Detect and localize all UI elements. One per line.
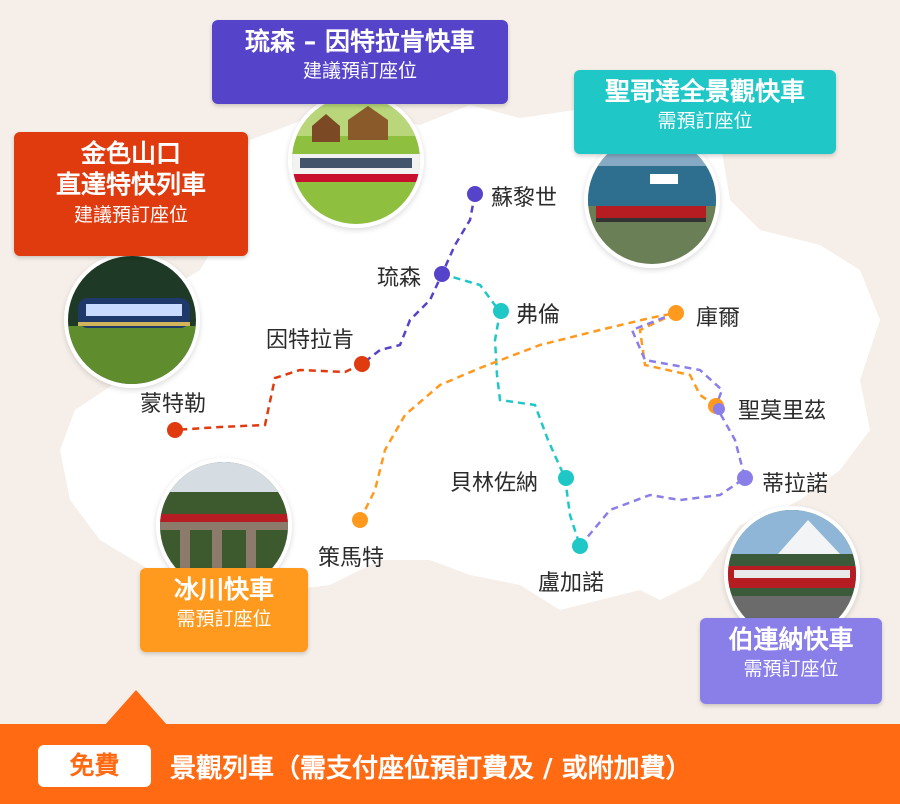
route-gotthard [441,272,582,547]
callout-luzern-interlaken-subtitle: 建議預訂座位 [302,60,417,83]
callout-gotthard-title: 聖哥達全景觀快車 [604,77,805,106]
city-label-stmoritz[interactable]: 聖莫里茲 [738,399,827,424]
city-label-montreux[interactable]: 蒙特勒 [140,392,207,417]
callout-luzern-interlaken-title: 琉森 – 因特拉肯快車 [245,27,475,56]
footer-legend-text: 景觀列車（需支付座位預訂費及 / 或附加費） [170,754,692,784]
city-label-zurich[interactable]: 蘇黎世 [491,186,558,211]
callout-bernina-title: 伯連納快車 [728,625,854,654]
city-dot-chur[interactable] [668,305,684,321]
callout-luzern-interlaken: 琉森 – 因特拉肯快車 建議預訂座位 [212,20,508,104]
city-dot-zermatt[interactable] [352,512,368,528]
callout-goldenpass-subtitle: 建議預訂座位 [73,203,188,226]
luzern-interlaken-train-photo [288,92,424,228]
callout-goldenpass-title-line1: 金色山口 [80,139,181,168]
city-dot-interlaken[interactable] [354,356,370,372]
gotthard-train-photo [584,132,720,268]
city-dot-luzern[interactable] [434,266,450,282]
footer-pointer-notch [104,690,168,726]
city-label-luzern[interactable]: 琉森 [377,266,422,291]
callout-glacier-subtitle: 需預訂座位 [176,608,272,631]
callout-goldenpass: 金色山口 直達特快列車 建議預訂座位 [14,132,248,256]
callout-glacier: 冰川快車 需預訂座位 [140,568,308,652]
callout-bernina-subtitle: 需預訂座位 [743,658,839,681]
city-label-tirano[interactable]: 蒂拉諾 [762,472,829,497]
callout-bernina: 伯連納快車 需預訂座位 [700,618,882,704]
city-dot-montreux[interactable] [167,422,183,438]
city-dot-stmoritz-overlay [713,403,725,415]
city-dot-bellinzona[interactable] [558,470,574,486]
route-bernina [579,311,747,547]
route-goldenpass [174,362,363,432]
city-label-zermatt[interactable]: 策馬特 [318,546,385,571]
route-luzern-interlaken [361,193,477,365]
city-dot-lugano[interactable] [572,538,588,554]
city-label-bellinzona[interactable]: 貝林佐納 [450,471,539,496]
city-label-lugano[interactable]: 盧加諾 [538,571,605,596]
free-badge: 免費 [38,745,151,787]
city-label-interlaken[interactable]: 因特拉肯 [266,328,355,353]
city-label-chur[interactable]: 庫爾 [696,306,741,331]
city-dot-tirano[interactable] [737,470,753,486]
route-glacier [358,311,717,521]
callout-goldenpass-title-line2: 直達特快列車 [55,170,206,200]
callout-gotthard: 聖哥達全景觀快車 需預訂座位 [574,70,836,154]
goldenpass-train-photo [64,252,200,388]
city-label-flueelen[interactable]: 弗倫 [516,303,561,328]
callout-gotthard-subtitle: 需預訂座位 [657,110,753,133]
city-dot-zurich[interactable] [467,186,483,202]
callout-glacier-title: 冰川快車 [173,575,274,604]
city-dot-flueelen[interactable] [493,303,509,319]
